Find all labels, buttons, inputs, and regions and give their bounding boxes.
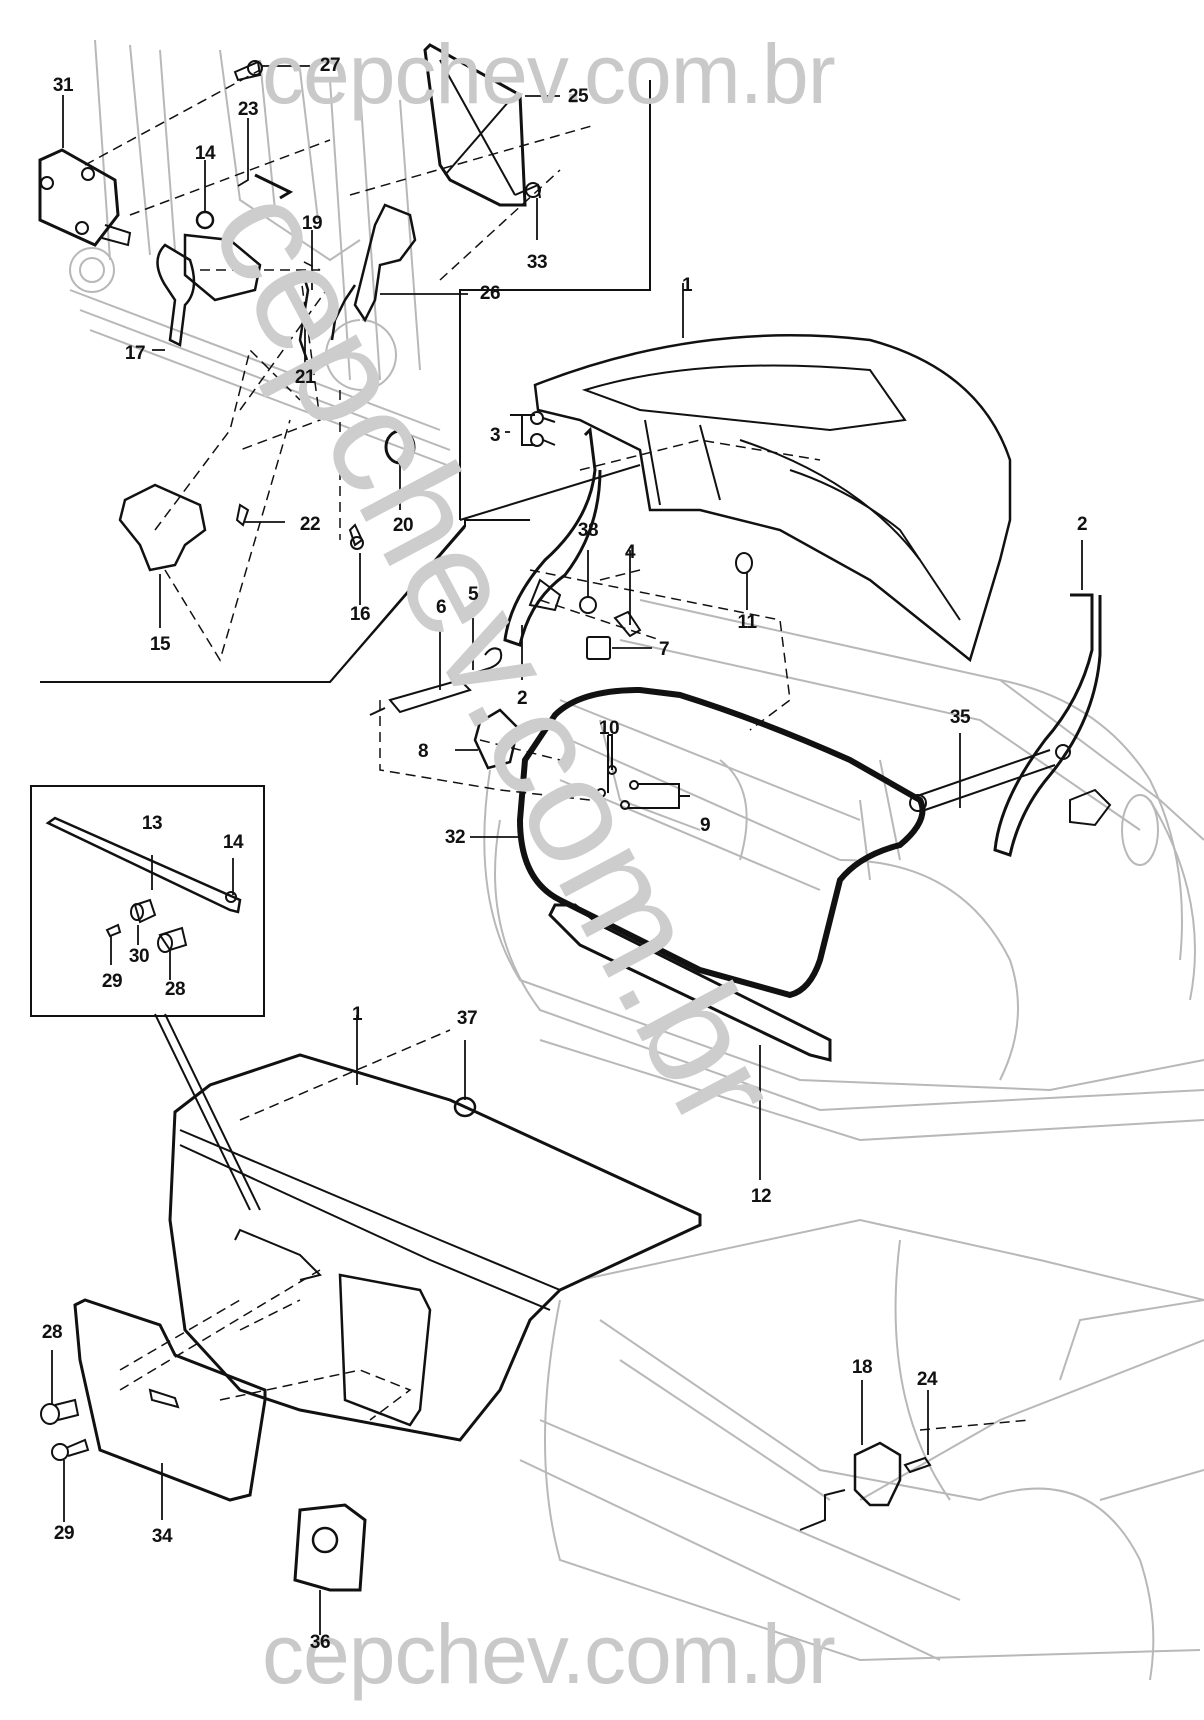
callout-35: 35	[949, 707, 971, 728]
callout-12: 12	[750, 1186, 772, 1207]
callout-7: 7	[658, 639, 670, 660]
callout-1-lower: 1	[351, 1004, 363, 1025]
callout-1-upper: 1	[681, 275, 693, 296]
callout-21: 21	[294, 367, 316, 388]
callout-29-box: 29	[101, 971, 123, 992]
callout-38: 38	[577, 520, 599, 541]
callout-22: 22	[299, 514, 321, 535]
callout-11: 11	[737, 612, 757, 633]
callout-14-box: 14	[222, 832, 244, 853]
callout-leaders	[51, 65, 1083, 1635]
callout-2-left: 2	[516, 688, 528, 709]
callout-20: 20	[392, 515, 414, 536]
callout-28-lower: 28	[41, 1322, 63, 1343]
callout-34: 34	[151, 1526, 173, 1547]
callout-6: 6	[435, 597, 447, 618]
callout-25: 25	[567, 86, 589, 107]
callout-5: 5	[467, 584, 479, 605]
callout-30: 30	[128, 946, 150, 967]
parts-linework	[30, 43, 1112, 1592]
callout-24: 24	[916, 1369, 938, 1390]
callout-4: 4	[624, 542, 636, 563]
callout-8: 8	[417, 741, 429, 762]
callout-14-top: 14	[194, 143, 216, 164]
callout-10: 10	[598, 718, 620, 739]
callout-33: 33	[526, 252, 548, 273]
callout-37: 37	[456, 1008, 478, 1029]
callout-23: 23	[237, 99, 259, 120]
callout-29-lower: 29	[53, 1523, 75, 1544]
callout-9: 9	[699, 815, 711, 836]
callout-27: 27	[319, 55, 341, 76]
callout-18: 18	[851, 1357, 873, 1378]
watermark-bottom: cepchev.com.br	[262, 1607, 836, 1701]
watermark-top: cepchev.com.br	[262, 27, 836, 121]
callout-19: 19	[301, 213, 323, 234]
callout-3: 3	[489, 425, 501, 446]
callout-26: 26	[479, 283, 501, 304]
callout-36: 36	[309, 1632, 331, 1653]
callout-15: 15	[149, 634, 171, 655]
callout-31: 31	[52, 75, 74, 96]
callout-2-right: 2	[1076, 514, 1088, 535]
callout-32: 32	[444, 827, 466, 848]
callout-13: 13	[141, 813, 163, 834]
callout-16: 16	[349, 604, 371, 625]
callout-17: 17	[124, 343, 146, 364]
callout-28-box: 28	[164, 979, 186, 1000]
